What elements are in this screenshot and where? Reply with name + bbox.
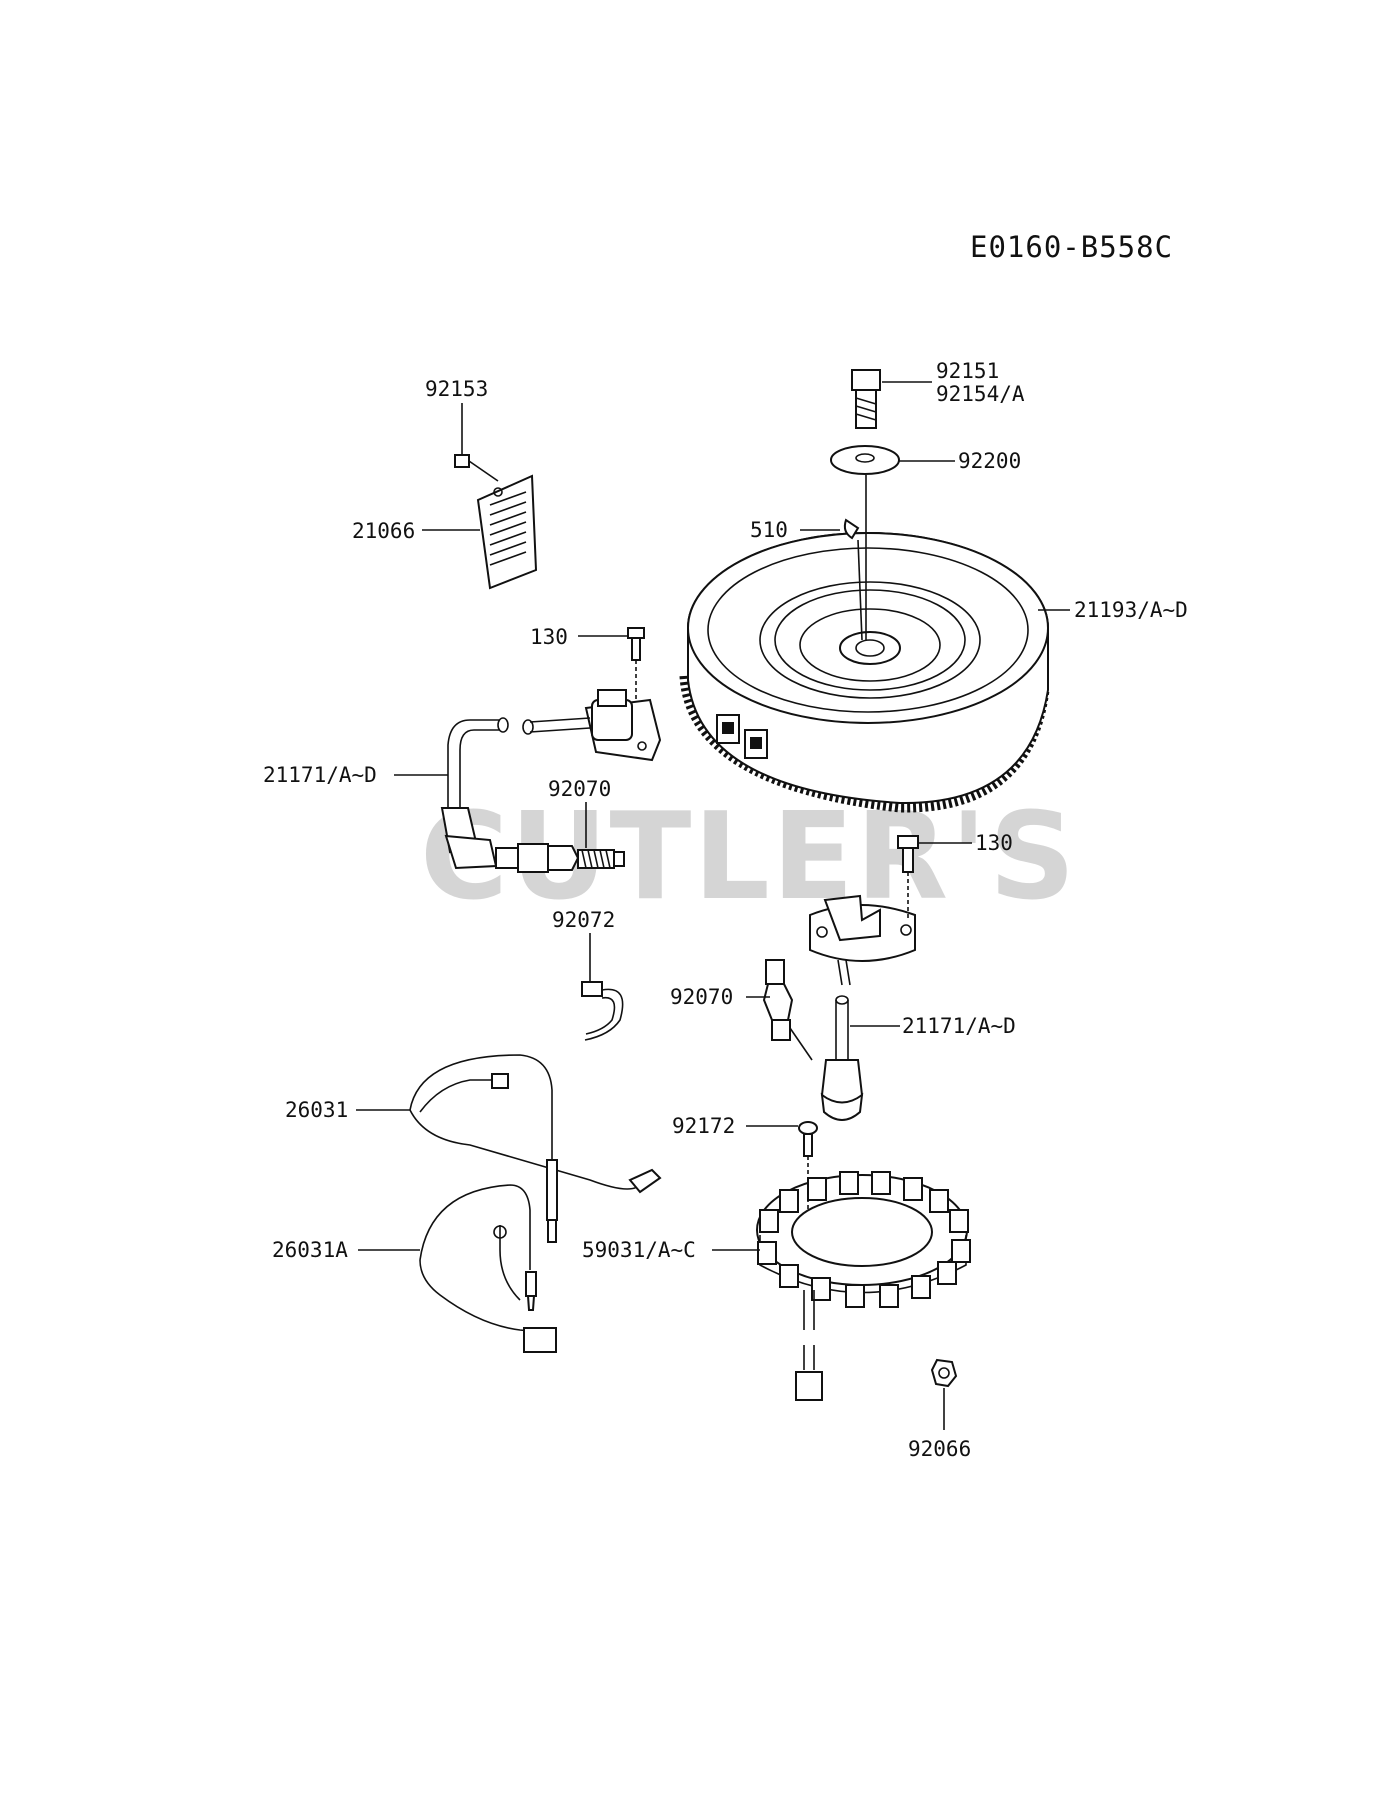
label-26031a: 26031A: [272, 1238, 348, 1262]
flywheel-bolt-92151[interactable]: [851, 369, 881, 429]
harness-26031a[interactable]: [419, 1184, 557, 1353]
clip-92072[interactable]: [581, 981, 624, 1041]
key-510[interactable]: [843, 518, 860, 540]
nut-92066[interactable]: [930, 1358, 958, 1388]
label-130-top: 130: [530, 625, 568, 649]
label-26031: 26031: [285, 1098, 348, 1122]
flywheel-21193[interactable]: [679, 532, 1050, 813]
label-21066: 21066: [352, 519, 415, 543]
label-21171-left: 21171/A~D: [263, 763, 377, 787]
label-92070-top: 92070: [548, 777, 611, 801]
label-92070-mid: 92070: [670, 985, 733, 1009]
label-92172: 92172: [672, 1114, 735, 1138]
label-510: 510: [750, 518, 788, 542]
label-130-right: 130: [975, 831, 1013, 855]
label-92200: 92200: [958, 449, 1021, 473]
spark-plug-92070-top[interactable]: [495, 843, 625, 873]
harness-26031[interactable]: [409, 1054, 662, 1243]
bolt-130-right[interactable]: [897, 835, 919, 920]
label-92153: 92153: [425, 377, 488, 401]
label-21193: 21193/A~D: [1074, 598, 1188, 622]
spark-plug-92070-mid[interactable]: [762, 959, 813, 1061]
label-21171-right: 21171/A~D: [902, 1014, 1016, 1038]
diagram-code: E0160-B558C: [970, 230, 1173, 264]
label-92154: 92154/A: [936, 382, 1025, 406]
regulator-21066[interactable]: [476, 474, 538, 590]
washer-92200[interactable]: [830, 445, 900, 475]
ignition-coil-21171-right[interactable]: [809, 894, 916, 1121]
callout-labels: 92153 21066 130 21171/A~D 92070 92072 26…: [263, 359, 1188, 1461]
stator-59031[interactable]: [756, 1171, 971, 1401]
bolt-130-top[interactable]: [627, 627, 645, 700]
label-59031: 59031/A~C: [582, 1238, 696, 1262]
screw-92172[interactable]: [798, 1121, 818, 1210]
leader-lines: [356, 381, 1070, 1430]
screw-92153[interactable]: [454, 454, 499, 482]
ignition-coil-21171-left[interactable]: [440, 689, 662, 870]
label-92072: 92072: [552, 908, 615, 932]
label-92066: 92066: [908, 1437, 971, 1461]
label-92151: 92151: [936, 359, 999, 383]
